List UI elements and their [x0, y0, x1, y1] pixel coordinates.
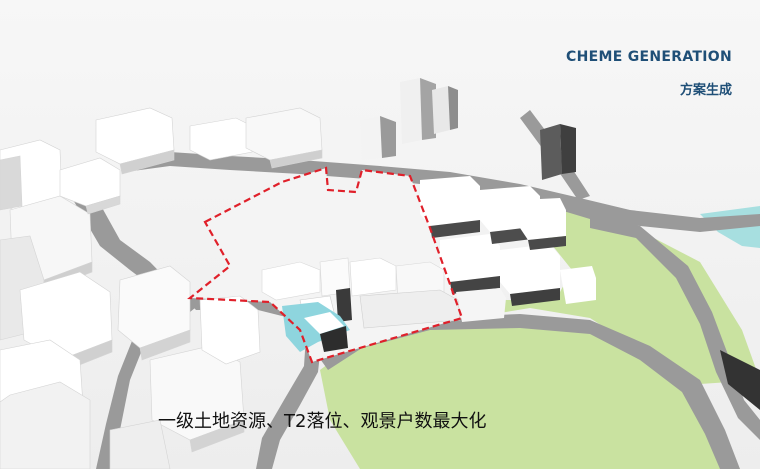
road-southwest	[96, 292, 180, 469]
river-bank	[720, 350, 760, 410]
road-boulevard	[318, 314, 740, 469]
road-south-loop	[185, 296, 322, 469]
section-title-en: CHEME GENERATION	[566, 49, 732, 65]
section-title-zh: 方案生成	[679, 83, 732, 98]
towers-north	[360, 78, 576, 180]
road-main-arc	[120, 152, 760, 232]
buildings-west	[0, 107, 323, 469]
road-east-curve	[590, 216, 760, 440]
green-park-east	[465, 204, 760, 384]
site-buildings	[261, 257, 461, 352]
site-boundary	[187, 166, 464, 364]
buildings-east	[420, 176, 596, 322]
caption: 一级土地资源、T2落位、观景户数最大化	[158, 411, 487, 432]
